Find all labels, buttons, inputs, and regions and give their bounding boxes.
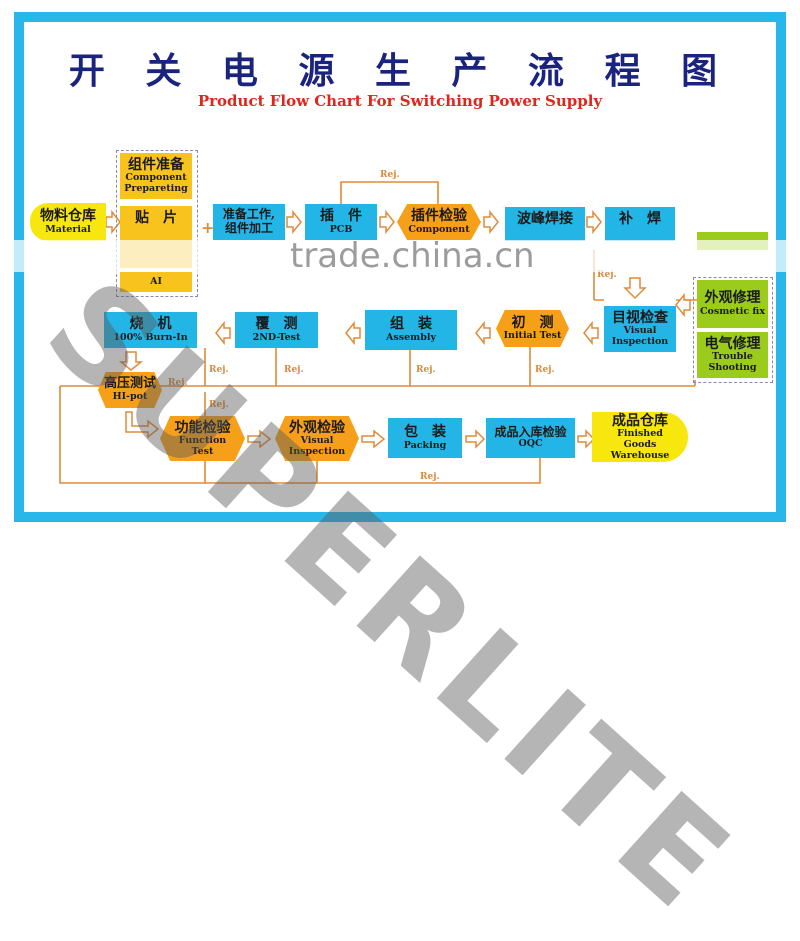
rej-label: Rej. bbox=[535, 365, 555, 375]
flow-lines bbox=[59, 181, 700, 484]
page-subtitle: Product Flow Chart For Switching Power S… bbox=[197, 92, 603, 110]
watermark-site: trade.china.cn bbox=[290, 236, 535, 276]
rej-label: Rej. bbox=[209, 400, 229, 410]
rej-bottom-lines bbox=[204, 460, 318, 483]
rej-label: Rej. bbox=[416, 365, 436, 375]
rej-bus-line bbox=[160, 380, 696, 387]
component-prep-group bbox=[116, 150, 198, 297]
plus-sign: + bbox=[201, 218, 215, 237]
node-wave-soldering: 波峰焊接 bbox=[505, 207, 585, 241]
page-title: 开 关 电 源 生 产 流 程 图 bbox=[68, 50, 732, 92]
watermark-band bbox=[0, 240, 800, 272]
rej-label: Rej. bbox=[380, 170, 400, 180]
node-touch-up: 补 焊 bbox=[605, 207, 675, 241]
rej-drop-lines bbox=[204, 347, 531, 386]
node-prep-work: 准备工作,组件加工 bbox=[213, 204, 285, 240]
rej-loop-line bbox=[59, 385, 541, 484]
repair-group bbox=[693, 277, 773, 383]
rej-line-pcb bbox=[340, 181, 439, 204]
rej-label: Rej. bbox=[597, 270, 617, 280]
rej-label: Rej. bbox=[420, 472, 440, 482]
rej-label: Rej. bbox=[168, 378, 188, 388]
rej-label: Rej. bbox=[284, 365, 304, 375]
node-ai: AI bbox=[120, 272, 192, 292]
rej-label: Rej. bbox=[209, 365, 229, 375]
